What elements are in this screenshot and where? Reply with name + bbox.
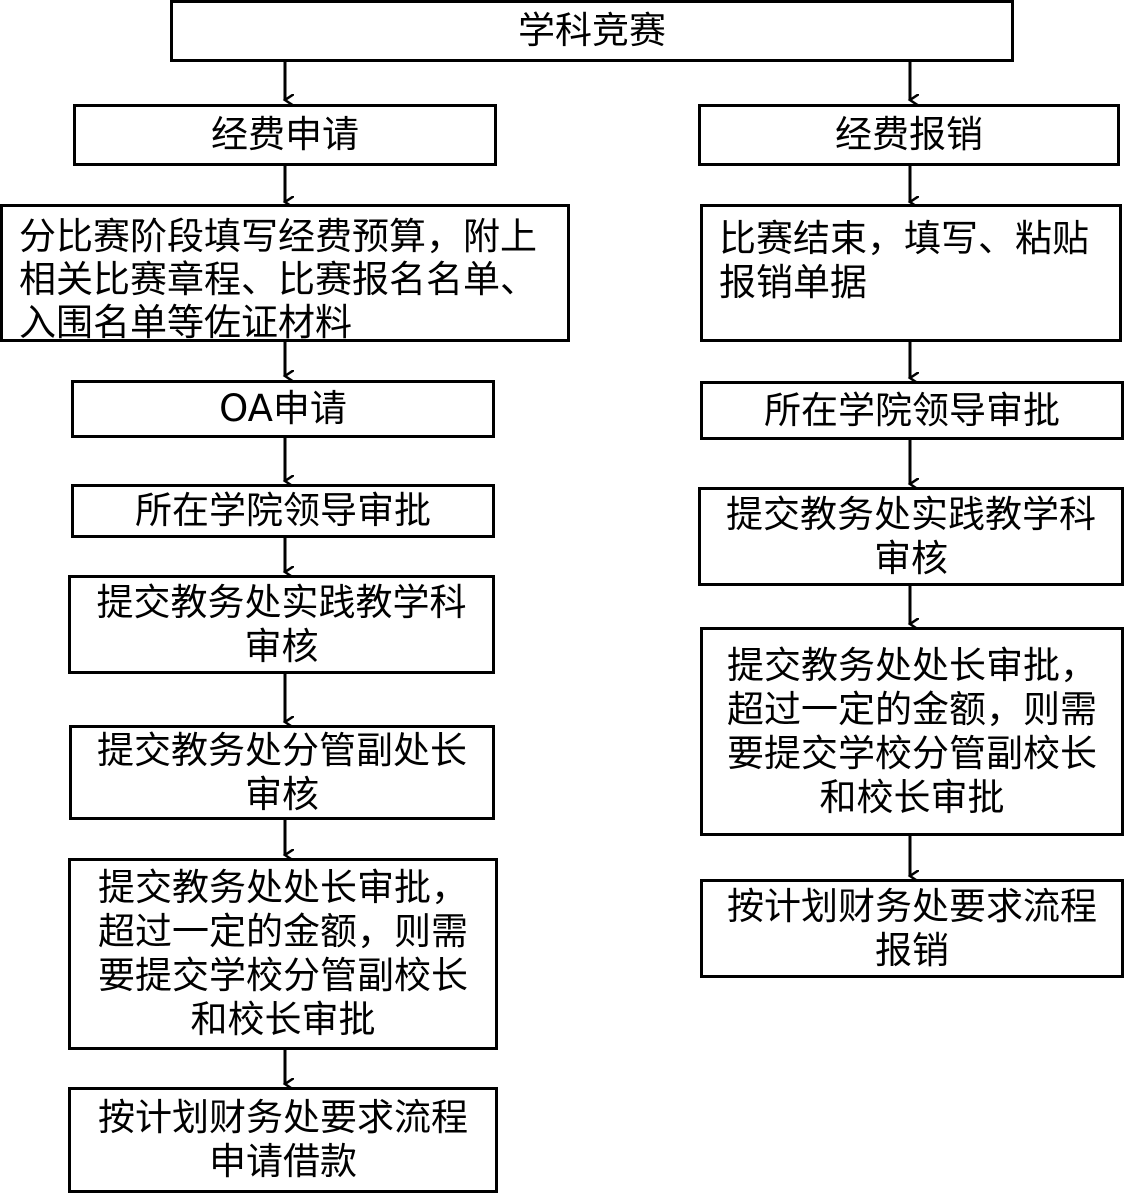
right-header-box: 经费报销 <box>698 104 1120 166</box>
right-practice-box: 提交教务处实践教学科审核 <box>698 487 1124 586</box>
left-header-text: 经费申请 <box>211 113 359 156</box>
right-reimburse-text: 按计划财务处要求流程报销 <box>727 884 1097 972</box>
left-oa-box: OA申请 <box>71 380 495 438</box>
right-header-text: 经费报销 <box>835 113 983 156</box>
right-leader-box: 所在学院领导审批 <box>700 381 1124 440</box>
left-budget-text: 分比赛阶段填写经费预算，附上相关比赛章程、比赛报名名单、入围名单等佐证材料 <box>19 215 537 342</box>
left-budget-box: 分比赛阶段填写经费预算，附上相关比赛章程、比赛报名名单、入围名单等佐证材料 <box>0 204 570 342</box>
left-deputy-box: 提交教务处分管副处长审核 <box>69 725 495 820</box>
left-leader-text: 所在学院领导审批 <box>135 489 431 532</box>
right-reimburse-box: 按计划财务处要求流程报销 <box>700 879 1124 978</box>
left-practice-box: 提交教务处实践教学科审核 <box>68 575 495 674</box>
left-director-text: 提交教务处处长审批，超过一定的金额，则需要提交学校分管副校长和校长审批 <box>98 866 468 1041</box>
left-loan-text: 按计划财务处要求流程申请借款 <box>98 1096 468 1183</box>
title-box: 学科竞赛 <box>170 0 1014 62</box>
right-practice-text: 提交教务处实践教学科审核 <box>726 492 1096 580</box>
left-practice-text: 提交教务处实践教学科审核 <box>96 580 467 668</box>
right-leader-text: 所在学院领导审批 <box>764 388 1060 432</box>
right-director-box: 提交教务处处长审批，超过一定的金额，则需要提交学校分管副校长和校长审批 <box>700 627 1124 836</box>
left-director-box: 提交教务处处长审批，超过一定的金额，则需要提交学校分管副校长和校长审批 <box>68 858 498 1050</box>
left-leader-box: 所在学院领导审批 <box>71 484 495 538</box>
left-loan-box: 按计划财务处要求流程申请借款 <box>68 1087 498 1193</box>
left-deputy-text: 提交教务处分管副处长审核 <box>97 728 467 816</box>
title-text: 学科竞赛 <box>518 9 666 52</box>
right-receipts-text: 比赛结束，填写、粘贴报销单据 <box>719 217 1089 304</box>
right-director-text: 提交教务处处长审批，超过一定的金额，则需要提交学校分管副校长和校长审批 <box>727 643 1097 819</box>
right-receipts-box: 比赛结束，填写、粘贴报销单据 <box>700 204 1122 342</box>
left-header-box: 经费申请 <box>73 104 497 166</box>
left-oa-text: OA申请 <box>219 387 347 430</box>
